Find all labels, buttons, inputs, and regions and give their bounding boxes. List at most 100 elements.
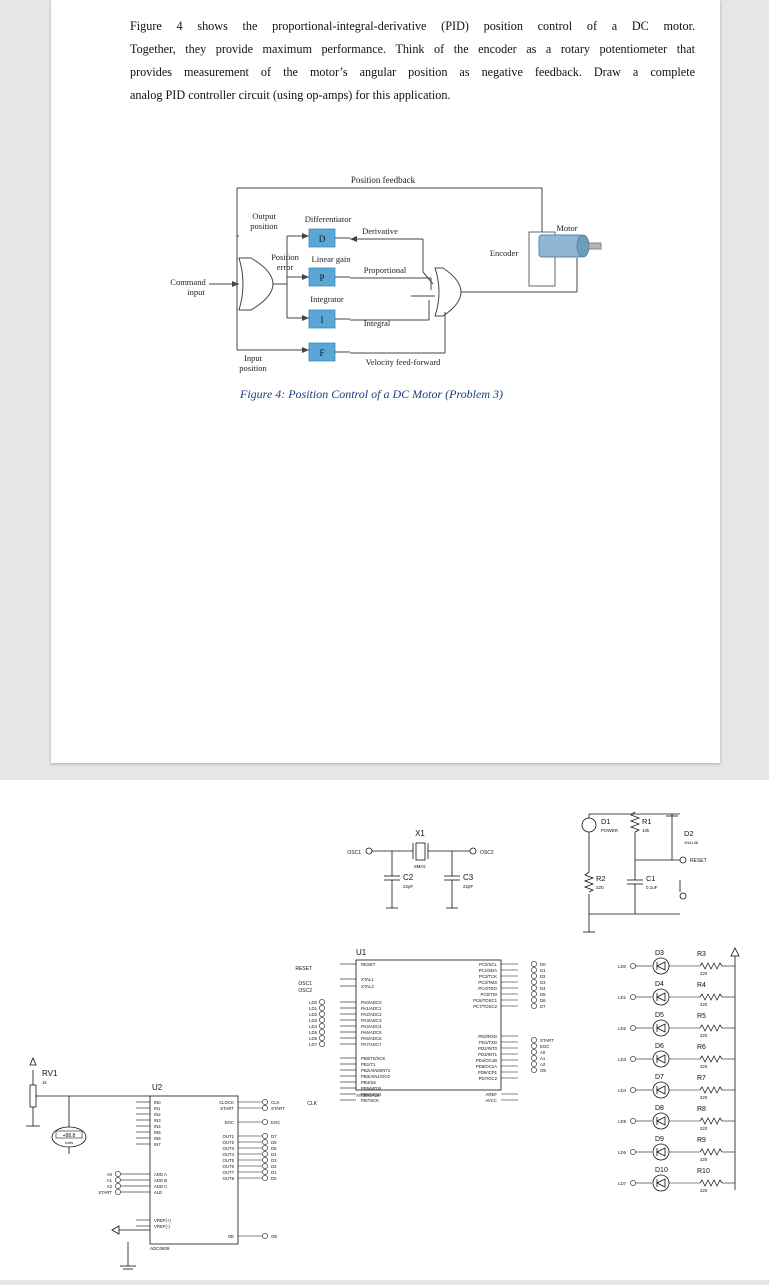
u1-ld-net: LD3 [309, 1018, 317, 1023]
net-terminal [531, 961, 537, 967]
u1-pin-label: PA2/ADC2 [361, 1012, 382, 1017]
net-terminal [262, 1175, 268, 1181]
net-terminal [630, 1118, 636, 1124]
d1-text: POWER [601, 828, 619, 833]
u2-pin-label: IN3 [154, 1118, 161, 1123]
resistor-label: R10 [697, 1168, 710, 1175]
u1-ld-net: LD1 [309, 1006, 317, 1011]
u2-pin-label: ADD A [154, 1172, 167, 1177]
u1-reset-net: RESET [295, 966, 312, 972]
net-terminal [531, 1049, 537, 1055]
u2-pin-label: IN6 [154, 1136, 161, 1141]
led-label: D3 [655, 950, 664, 957]
led-label: D7 [655, 1074, 664, 1081]
net-terminal [531, 1055, 537, 1061]
u1-osc2-net: OSC2 [298, 988, 312, 994]
u1-d-net: D7 [540, 1004, 546, 1009]
resistor-icon [699, 993, 723, 1001]
led-label: D10 [655, 1167, 668, 1174]
resistor-label: R7 [697, 1075, 706, 1082]
circuit-schematic: X1 8MHz OSC1 OSC2 C2 22pF C3 22pF D1 POW… [26, 811, 740, 1270]
resistor-value: 220 [700, 1095, 708, 1100]
u1-pin-label: PD5/OC1A [476, 1064, 497, 1069]
resistor-value: 220 [700, 1188, 708, 1193]
led-triangle [656, 1116, 666, 1126]
led-icon [652, 1050, 670, 1068]
led-label: D4 [655, 981, 664, 988]
input-position-label-2: position [239, 363, 267, 373]
net-terminal [262, 1133, 268, 1139]
u2-pin-label: START [220, 1106, 234, 1111]
resistor-icon [699, 1055, 723, 1063]
u1-pin-label: PB4/SS [361, 1080, 376, 1085]
x1-freq-label: 8MHz [414, 864, 427, 869]
u1-ld-net: LD2 [309, 1012, 317, 1017]
net-terminal [531, 1067, 537, 1073]
net-terminal [531, 1061, 537, 1067]
position-error-label: Position [271, 252, 300, 262]
u1-pin-label: PC3/TMS [478, 980, 497, 985]
u1-right-pins: PC0/SCLPC1/SDAPC2/TCKPC3/TMSPC4/TDOPC5/T… [473, 962, 518, 1103]
position-error-label-2: error [277, 262, 294, 272]
voltmeter-unit: Volts [65, 1141, 73, 1145]
u2-pin-label: ADD C [154, 1184, 167, 1189]
led-icon [652, 1019, 670, 1037]
block-i-label: I [321, 315, 324, 325]
net-terminal [319, 1023, 325, 1029]
rv1-value: 1k [42, 1080, 48, 1085]
u2-pin-label: OUT7 [223, 1170, 235, 1175]
u2-pin-label: IN5 [154, 1130, 161, 1135]
figure-caption: Figure 4: Position Control of a DC Motor… [240, 387, 503, 401]
net-terminal [262, 1099, 268, 1105]
u2-right-pins: CLOCKSTARTEOCOUT1OUT2OUT3OUT4OUT5OUT6OUT… [219, 1100, 262, 1239]
u1-ld-net: LD0 [309, 1000, 317, 1005]
d2-value: 1N4148 [684, 840, 699, 845]
u2-pin-label: OE [228, 1234, 234, 1239]
u2-pin-label: OUT2 [223, 1140, 235, 1145]
led-label: D9 [655, 1136, 664, 1143]
u1-ctrl-net: OE [540, 1068, 546, 1073]
u2-pin-label: EOC [225, 1120, 234, 1125]
u2-net-label: D3 [271, 1158, 277, 1163]
resistor-value: 220 [700, 1064, 708, 1069]
u1-d-net: D0 [540, 962, 546, 967]
net-terminal [531, 1037, 537, 1043]
resistor-label: R9 [697, 1137, 706, 1144]
command-input-label-2: input [187, 287, 205, 297]
led-icon [652, 1143, 670, 1161]
resistor-value: 220 [700, 971, 708, 976]
d2-label: D2 [684, 829, 694, 838]
led-net-label: LD2 [618, 1026, 626, 1031]
net-terminal [319, 1005, 325, 1011]
block-p-label: P [319, 273, 324, 283]
resistor-icon [699, 1117, 723, 1125]
net-terminal [262, 1151, 268, 1157]
integrator-label: Integrator [310, 294, 344, 304]
u2-pin-label: IN2 [154, 1112, 161, 1117]
u2-net-label: D2 [271, 1164, 277, 1169]
velocity-ff-label: Velocity feed-forward [366, 357, 442, 367]
u1-label: U1 [356, 948, 367, 957]
resistor-icon [699, 1086, 723, 1094]
u1-pin-label: PD6/ICP1 [478, 1070, 498, 1075]
net-terminal [630, 1149, 636, 1155]
u1-d-net: D6 [540, 998, 546, 1003]
net-terminal [115, 1171, 121, 1177]
u2-addr-net: A0 [107, 1172, 113, 1177]
u1-pin-label: AVCC [485, 1098, 497, 1103]
proportional-label: Proportional [364, 265, 407, 275]
u2-label: U2 [152, 1083, 163, 1092]
reset-net-label: RESET [690, 858, 707, 864]
input-position-label: Input [244, 353, 263, 363]
u1-d-net: D2 [540, 974, 546, 979]
net-terminal [319, 1041, 325, 1047]
u1-part: ATMEGA16 [356, 1093, 380, 1098]
output-position-label-2: position [250, 221, 278, 231]
u2-pin-label: VREF(-) [154, 1224, 170, 1229]
position-feedback-label: Position feedback [351, 175, 416, 185]
net-terminal [319, 1011, 325, 1017]
osc2-net: OSC2 [480, 850, 494, 856]
